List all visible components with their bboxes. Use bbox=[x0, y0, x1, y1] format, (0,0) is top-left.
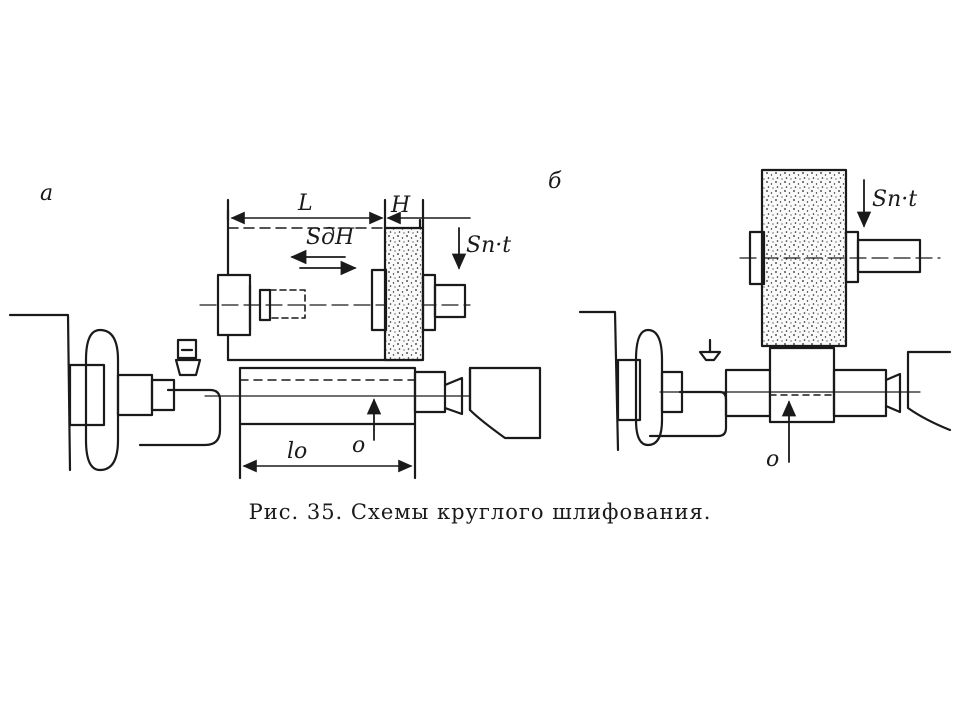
longitudinal-feed-arrows: SдH bbox=[290, 225, 357, 276]
tailstock-b bbox=[884, 350, 952, 432]
panel-b-label: б bbox=[548, 169, 562, 194]
driving-dog bbox=[138, 338, 222, 447]
panel-b-plunge-grinding: б bbox=[548, 168, 952, 472]
feed-long-label: SдH bbox=[306, 225, 355, 250]
panel-a-longitudinal-grinding: а bbox=[8, 181, 542, 480]
dim-L-label: L bbox=[297, 191, 313, 216]
grinding-wheel-a bbox=[370, 226, 467, 362]
tailstock-a bbox=[443, 366, 542, 440]
rotation-mark-b: o bbox=[766, 447, 779, 472]
rotation-marker-a: o bbox=[352, 398, 382, 458]
dimension-lines-a: L H bbox=[226, 191, 471, 230]
plunge-feed-arrow-b: Sп·t bbox=[856, 179, 917, 228]
feed-plunge-label-b: Sп·t bbox=[872, 187, 917, 212]
rotation-marker-b: o bbox=[766, 400, 797, 472]
headstock bbox=[8, 313, 176, 472]
workpiece-a bbox=[204, 366, 471, 426]
dimension-lo: lo bbox=[238, 422, 417, 480]
panel-a-label: а bbox=[40, 181, 53, 206]
figure-caption: Рис. 35. Схемы круглого шлифования. bbox=[248, 500, 712, 524]
plunge-feed-arrow-a: Sп·t bbox=[451, 227, 511, 270]
headstock-b bbox=[578, 310, 728, 452]
dim-lo-label: lo bbox=[287, 439, 307, 464]
rotation-mark-a: o bbox=[352, 433, 365, 458]
workpiece-b bbox=[659, 346, 921, 424]
dim-H-label: H bbox=[390, 193, 411, 218]
wheel-head-a bbox=[199, 208, 471, 362]
feed-plunge-label-a: Sп·t bbox=[466, 233, 511, 258]
grinding-wheel-b bbox=[739, 168, 941, 348]
